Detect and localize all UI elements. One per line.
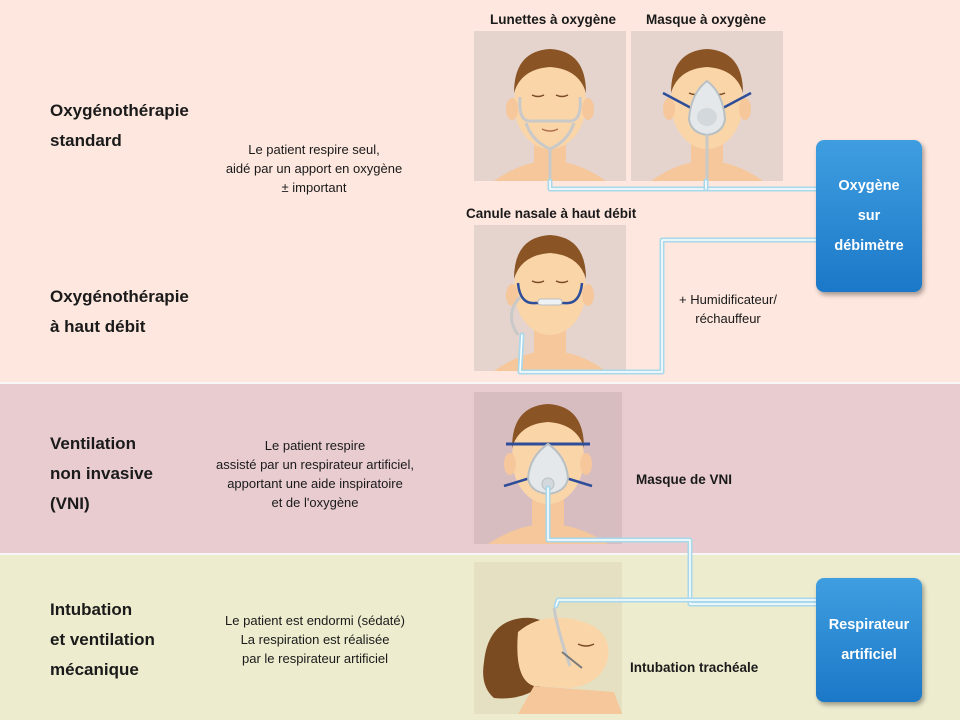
label-oxygen-mask: Masque à oxygène (646, 12, 767, 27)
label-high-flow-cannula: Canule nasale à haut débit (466, 206, 637, 221)
description-standard-oxygen: Le patient respire seul,aidé par un appo… (225, 142, 403, 195)
humidifier-note: + Humidificateur/réchauffeur (679, 292, 777, 326)
panel-high-flow-cannula (474, 225, 626, 371)
label-nasal-prongs: Lunettes à oxygène (490, 12, 617, 27)
panel-tracheal-intubation (474, 562, 622, 714)
panel-oxygen-mask (631, 31, 783, 181)
band-separator (0, 382, 960, 384)
band-separator (0, 553, 960, 555)
label-vni-mask: Masque de VNI (636, 472, 733, 487)
description-intubation: Le patient est endormi (sédaté)La respir… (225, 613, 405, 666)
label-tracheal-intubation: Intubation trachéale (630, 660, 759, 675)
panel-nasal-prongs (474, 31, 626, 181)
